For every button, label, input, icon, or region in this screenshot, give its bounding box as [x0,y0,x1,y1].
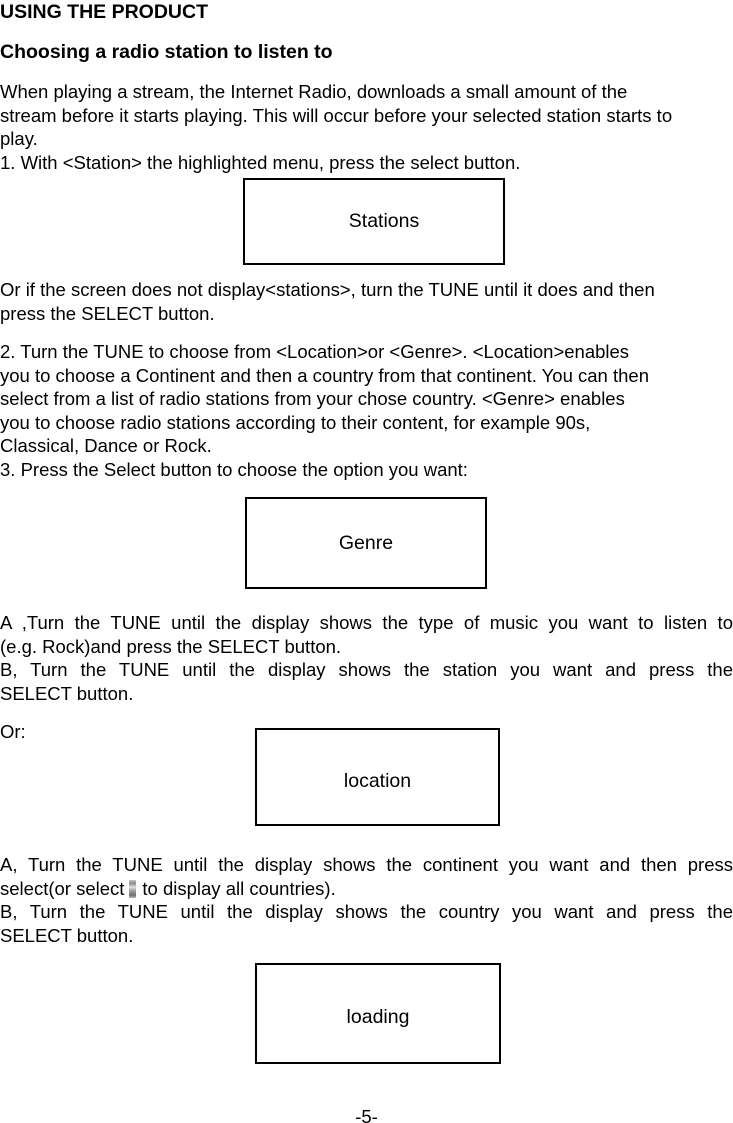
text-line: 1. With <Station> the highlighted menu, … [0,151,521,173]
text-line: SELECT button. [0,682,134,704]
text-part: select(or select [0,877,125,899]
text-line: you to choose radio stations according t… [0,411,591,433]
text-line: B, Turn the TUNE until the display shows… [0,659,733,680]
text-line: play. [0,128,38,149]
text-line-with-icon: select(or select to display all countries… [0,877,733,901]
text-line: select from a list of radio stations fro… [0,388,625,409]
genre-display-label: Genre [338,531,394,554]
select-symbol-icon [129,879,137,898]
text-line: press the SELECT button. [0,302,215,324]
text-line: (e.g. Rock)and press the SELECT button. [0,635,342,657]
location-steps-paragraph: A, Turn the TUNE until the display shows… [0,853,733,947]
genre-steps-paragraph: A ,Turn the TUNE until the display shows… [0,611,733,705]
text-line: stream before it starts playing. This wi… [0,104,673,126]
text-line: A, Turn the TUNE until the display shows… [0,854,733,875]
genre-display-box: Genre [245,497,487,589]
intro-paragraph: When playing a stream, the Internet Radi… [0,80,733,174]
step2-paragraph: 2. Turn the TUNE to choose from <Locatio… [0,340,733,481]
location-display-label: location [343,769,412,792]
text-line: Classical, Dance or Rock. [0,435,212,456]
text-line: 2. Turn the TUNE to choose from <Locatio… [0,341,630,362]
loading-display-label: loading [346,1006,410,1028]
location-display-box: location [255,728,500,826]
text-line: When playing a stream, the Internet Radi… [0,81,628,102]
text-line: 3. Press the Select button to choose the… [0,458,468,480]
stations-display-box: Stations [243,178,505,265]
loading-display-box: loading [255,963,501,1064]
or-label: Or: [0,721,26,742]
text-line: you to choose a Continent and then a cou… [0,364,649,386]
text-line: A ,Turn the TUNE until the display shows… [0,612,733,633]
stations-display-label: Stations [348,210,420,232]
section-subtitle: Choosing a radio station to listen to [0,41,333,63]
text-part: to display all countries). [142,877,336,899]
text-line: Or if the screen does not display<statio… [0,279,655,300]
text-line: B, Turn the TUNE until the display shows… [0,901,733,922]
after-stations-paragraph: Or if the screen does not display<statio… [0,278,733,325]
page-title: USING THE PRODUCT [0,1,209,23]
text-line: SELECT button. [0,924,134,946]
page-number: -5- [355,1106,378,1123]
